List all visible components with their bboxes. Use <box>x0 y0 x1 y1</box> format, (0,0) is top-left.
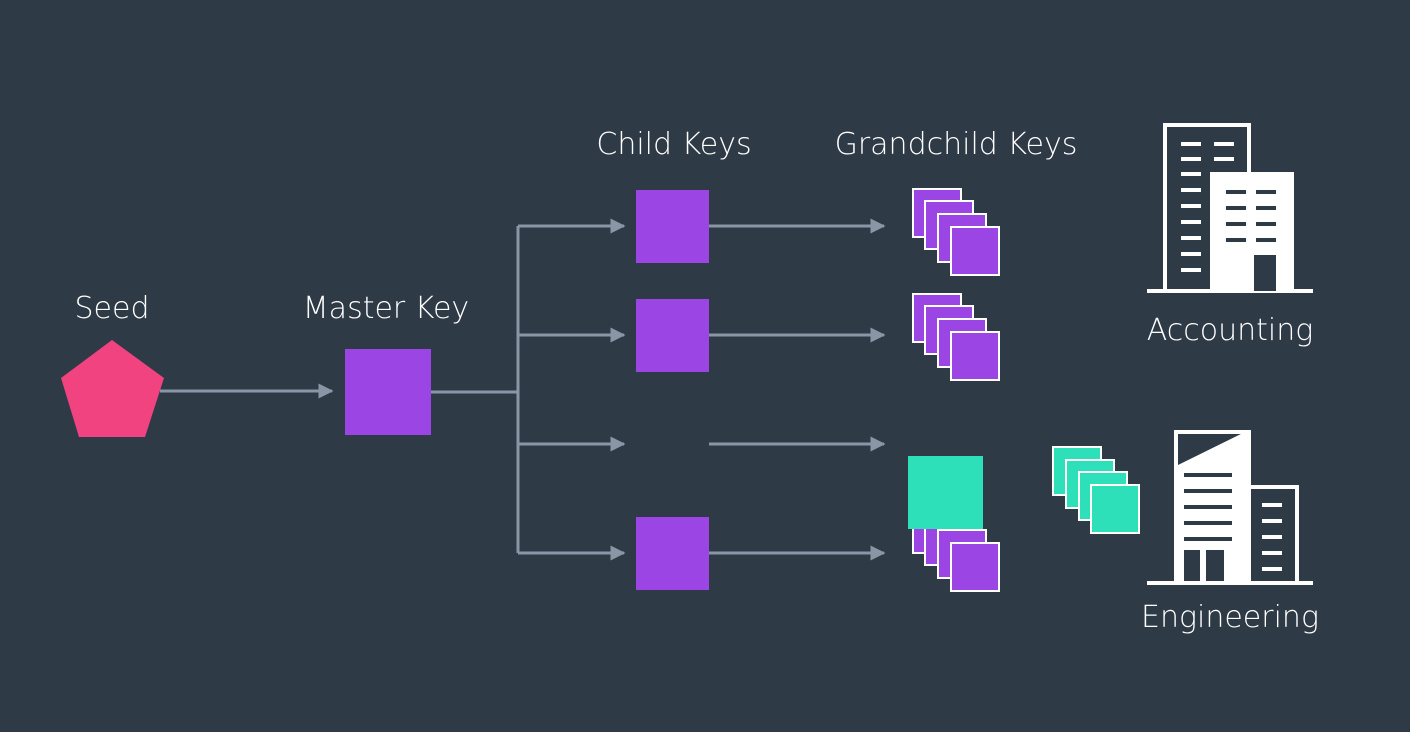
grandchild-keys-stack-2 <box>912 293 1000 381</box>
grandchild-keys-stack-1 <box>912 188 1000 276</box>
selected-child-key <box>908 456 983 529</box>
branch-connectors <box>431 218 626 561</box>
child-key-1 <box>636 190 709 263</box>
child-keys-label: Child Keys <box>596 127 751 162</box>
child-key-2 <box>636 299 709 372</box>
accounting-label: Accounting <box>1147 313 1313 348</box>
selected-grandchild-keys-stack <box>1052 446 1140 534</box>
seed-label: Seed <box>75 291 150 326</box>
engineering-building-icon <box>1147 430 1313 585</box>
child-to-grandchild-arrows <box>709 218 886 561</box>
grandchild-keys-label: Grandchild Keys <box>835 127 1078 162</box>
master-key-square <box>345 349 431 435</box>
engineering-label: Engineering <box>1141 600 1319 635</box>
accounting-building-icon <box>1147 123 1313 293</box>
master-key-label: Master Key <box>303 291 469 326</box>
child-key-4 <box>636 517 709 590</box>
seed-pentagon-icon <box>61 340 164 437</box>
